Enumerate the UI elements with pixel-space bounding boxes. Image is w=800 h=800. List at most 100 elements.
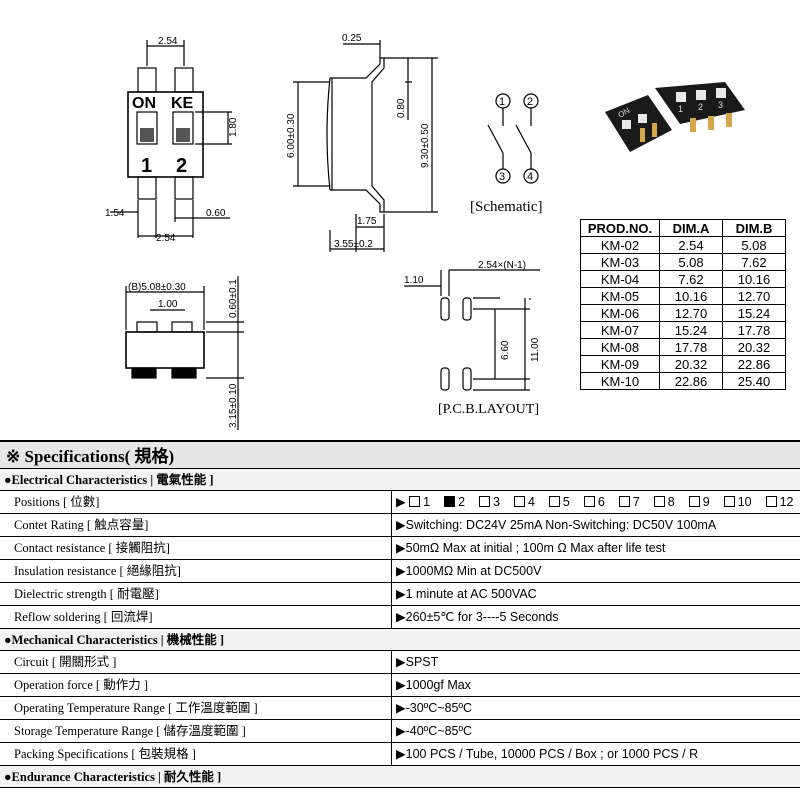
side-dim-930: 9.30±0.50 bbox=[420, 123, 431, 168]
table-header-row: PROD.NO. DIM.A DIM.B bbox=[580, 219, 786, 237]
section-electrical: ●Electrical Characteristics | 電氣性能 ] bbox=[0, 469, 800, 491]
pcb-label: [P.C.B.LAYOUT] bbox=[438, 402, 539, 417]
header-prod-no: PROD.NO. bbox=[580, 219, 660, 237]
spec-title: ※ Specifications( 規格) bbox=[0, 440, 800, 469]
position-option: 2 bbox=[444, 495, 465, 509]
top-dim-180: 1.80 bbox=[228, 117, 239, 137]
pcb-layout bbox=[404, 269, 540, 391]
cell-prod-no: KM-04 bbox=[580, 270, 660, 288]
side-dim-080: 0.80 bbox=[396, 98, 407, 118]
position-number: 12 bbox=[779, 495, 794, 509]
pcb-dim-1100: 11.00 bbox=[530, 337, 541, 362]
cell-dim-a: 17.78 bbox=[659, 338, 723, 356]
cell-dim-a: 7.62 bbox=[659, 270, 723, 288]
cell-dim-b: 25.40 bbox=[722, 372, 786, 390]
spec-row: Operation force [ 動作力 ]▶1000gf Max bbox=[0, 674, 800, 697]
spec-key: Contact resistance [ 接觸阻抗] bbox=[0, 537, 392, 559]
spec-row: Storage Temperature Range [ 儲存溫度範圍 ] ▶-40… bbox=[0, 720, 800, 743]
technical-drawing: 2.54 ON KE 1 2 1.80 1.54 0.60 2.54 0.25 … bbox=[0, 33, 800, 441]
position-number: 10 bbox=[737, 495, 752, 509]
side-view bbox=[293, 40, 438, 252]
photo-key-3: 3 bbox=[718, 100, 723, 110]
top-label-ke: KE bbox=[171, 95, 194, 112]
spec-value: ▶1000MΩ Min at DC500V bbox=[396, 564, 542, 578]
section-mechanical: ●Mechanical Characteristics | 機械性能 ] bbox=[0, 629, 800, 651]
position-number: 7 bbox=[632, 495, 640, 509]
position-option: 4 bbox=[513, 495, 535, 509]
cell-dim-b: 20.32 bbox=[722, 338, 786, 356]
position-number: 5 bbox=[562, 495, 570, 509]
bottom-dim-315: 3.15±0.10 bbox=[228, 383, 239, 428]
side-dim-175: 1.75 bbox=[357, 216, 377, 227]
unchecked-box-icon bbox=[765, 496, 777, 507]
spec-key: Reflow soldering [ 回流焊] bbox=[0, 606, 392, 628]
spec-value: ▶100 PCS / Tube, 10000 PCS / Box ; or 10… bbox=[396, 747, 699, 761]
spec-row: Insulation resistance [ 絕緣阻抗] ▶1000MΩ Min… bbox=[0, 560, 800, 583]
schematic bbox=[487, 93, 539, 184]
cell-prod-no: KM-07 bbox=[580, 321, 660, 339]
pcb-dim-660: 6.60 bbox=[500, 340, 511, 360]
spec-row: Packing Specifications [ 包裝規格 ] ▶100 PCS … bbox=[0, 743, 800, 766]
cell-prod-no: KM-08 bbox=[580, 338, 660, 356]
position-option: 12 bbox=[765, 495, 794, 509]
cell-dim-a: 20.32 bbox=[659, 355, 723, 373]
unchecked-box-icon bbox=[723, 496, 735, 507]
spec-key: Insulation resistance [ 絕緣阻抗] bbox=[0, 560, 392, 582]
specifications: ※ Specifications( 規格) ●Electrical Charac… bbox=[0, 440, 800, 788]
spec-row: Contact resistance [ 接觸阻抗] ▶50mΩ Max at i… bbox=[0, 537, 800, 560]
cell-prod-no: KM-03 bbox=[580, 253, 660, 271]
spec-key: Operating Temperature Range [ 工作溫度範圍 ] bbox=[0, 697, 392, 719]
unchecked-box-icon bbox=[583, 496, 595, 507]
header-dim-b: DIM.B bbox=[722, 219, 786, 237]
spec-value: ▶1 minute at AC 500VAC bbox=[396, 587, 537, 601]
spec-key: Storage Temperature Range [ 儲存溫度範圍 ] bbox=[0, 720, 392, 742]
position-option: 6 bbox=[583, 495, 605, 509]
unchecked-box-icon bbox=[653, 496, 665, 507]
schematic-n3: 3 bbox=[499, 171, 505, 183]
cell-dim-a: 15.24 bbox=[659, 321, 723, 339]
spec-row: Dielectric strength [ 耐電壓]▶1 minute at A… bbox=[0, 583, 800, 606]
spec-row: Circuit [ 開關形式 ]▶SPST bbox=[0, 651, 800, 674]
position-option: 8 bbox=[653, 495, 675, 509]
position-option: 10 bbox=[723, 495, 752, 509]
top-view bbox=[110, 40, 232, 238]
spec-row: Contet Rating [ 触点容量]▶Switching: DC24V 2… bbox=[0, 514, 800, 537]
unchecked-box-icon bbox=[409, 496, 421, 507]
position-option: 9 bbox=[688, 495, 710, 509]
top-pitch-dim: 2.54 bbox=[158, 36, 178, 47]
arrow-marker: ▶ bbox=[396, 495, 406, 509]
header-dim-a: DIM.A bbox=[659, 219, 723, 237]
unchecked-box-icon bbox=[513, 496, 525, 507]
position-number: 1 bbox=[423, 495, 431, 509]
position-number: 9 bbox=[702, 495, 710, 509]
cell-dim-a: 22.86 bbox=[659, 372, 723, 390]
position-number: 3 bbox=[493, 495, 500, 509]
cell-dim-b: 10.16 bbox=[722, 270, 786, 288]
spec-key: Positions [ 位數] bbox=[0, 491, 392, 513]
top-dim-154: 1.54 bbox=[105, 208, 125, 219]
cell-prod-no: KM-09 bbox=[580, 355, 660, 373]
pcb-dim-110: 1.10 bbox=[404, 275, 424, 286]
position-option: 7 bbox=[618, 495, 640, 509]
side-dim-600: 6.00±0.30 bbox=[286, 113, 297, 158]
spec-key: Packing Specifications [ 包裝規格 ] bbox=[0, 743, 392, 765]
unchecked-box-icon bbox=[618, 496, 630, 507]
top-num-2: 2 bbox=[176, 155, 187, 177]
spec-value: ▶-30ºC~85ºC bbox=[396, 701, 473, 715]
spec-value: ▶260±5℃ for 3----5 Seconds bbox=[396, 610, 559, 624]
unchecked-box-icon bbox=[688, 496, 700, 507]
position-option: 5 bbox=[548, 495, 570, 509]
spec-value: ▶50mΩ Max at initial ; 100m Ω Max after … bbox=[396, 541, 666, 555]
bottom-dim-060: 0.60±0.1 bbox=[228, 279, 239, 318]
position-option: 3 bbox=[479, 495, 500, 509]
spec-value: ▶-40ºC~85ºC bbox=[396, 724, 473, 738]
position-number: 2 bbox=[458, 495, 466, 509]
spec-row: Reflow soldering [ 回流焊] ▶260±5℃ for 3----… bbox=[0, 606, 800, 629]
